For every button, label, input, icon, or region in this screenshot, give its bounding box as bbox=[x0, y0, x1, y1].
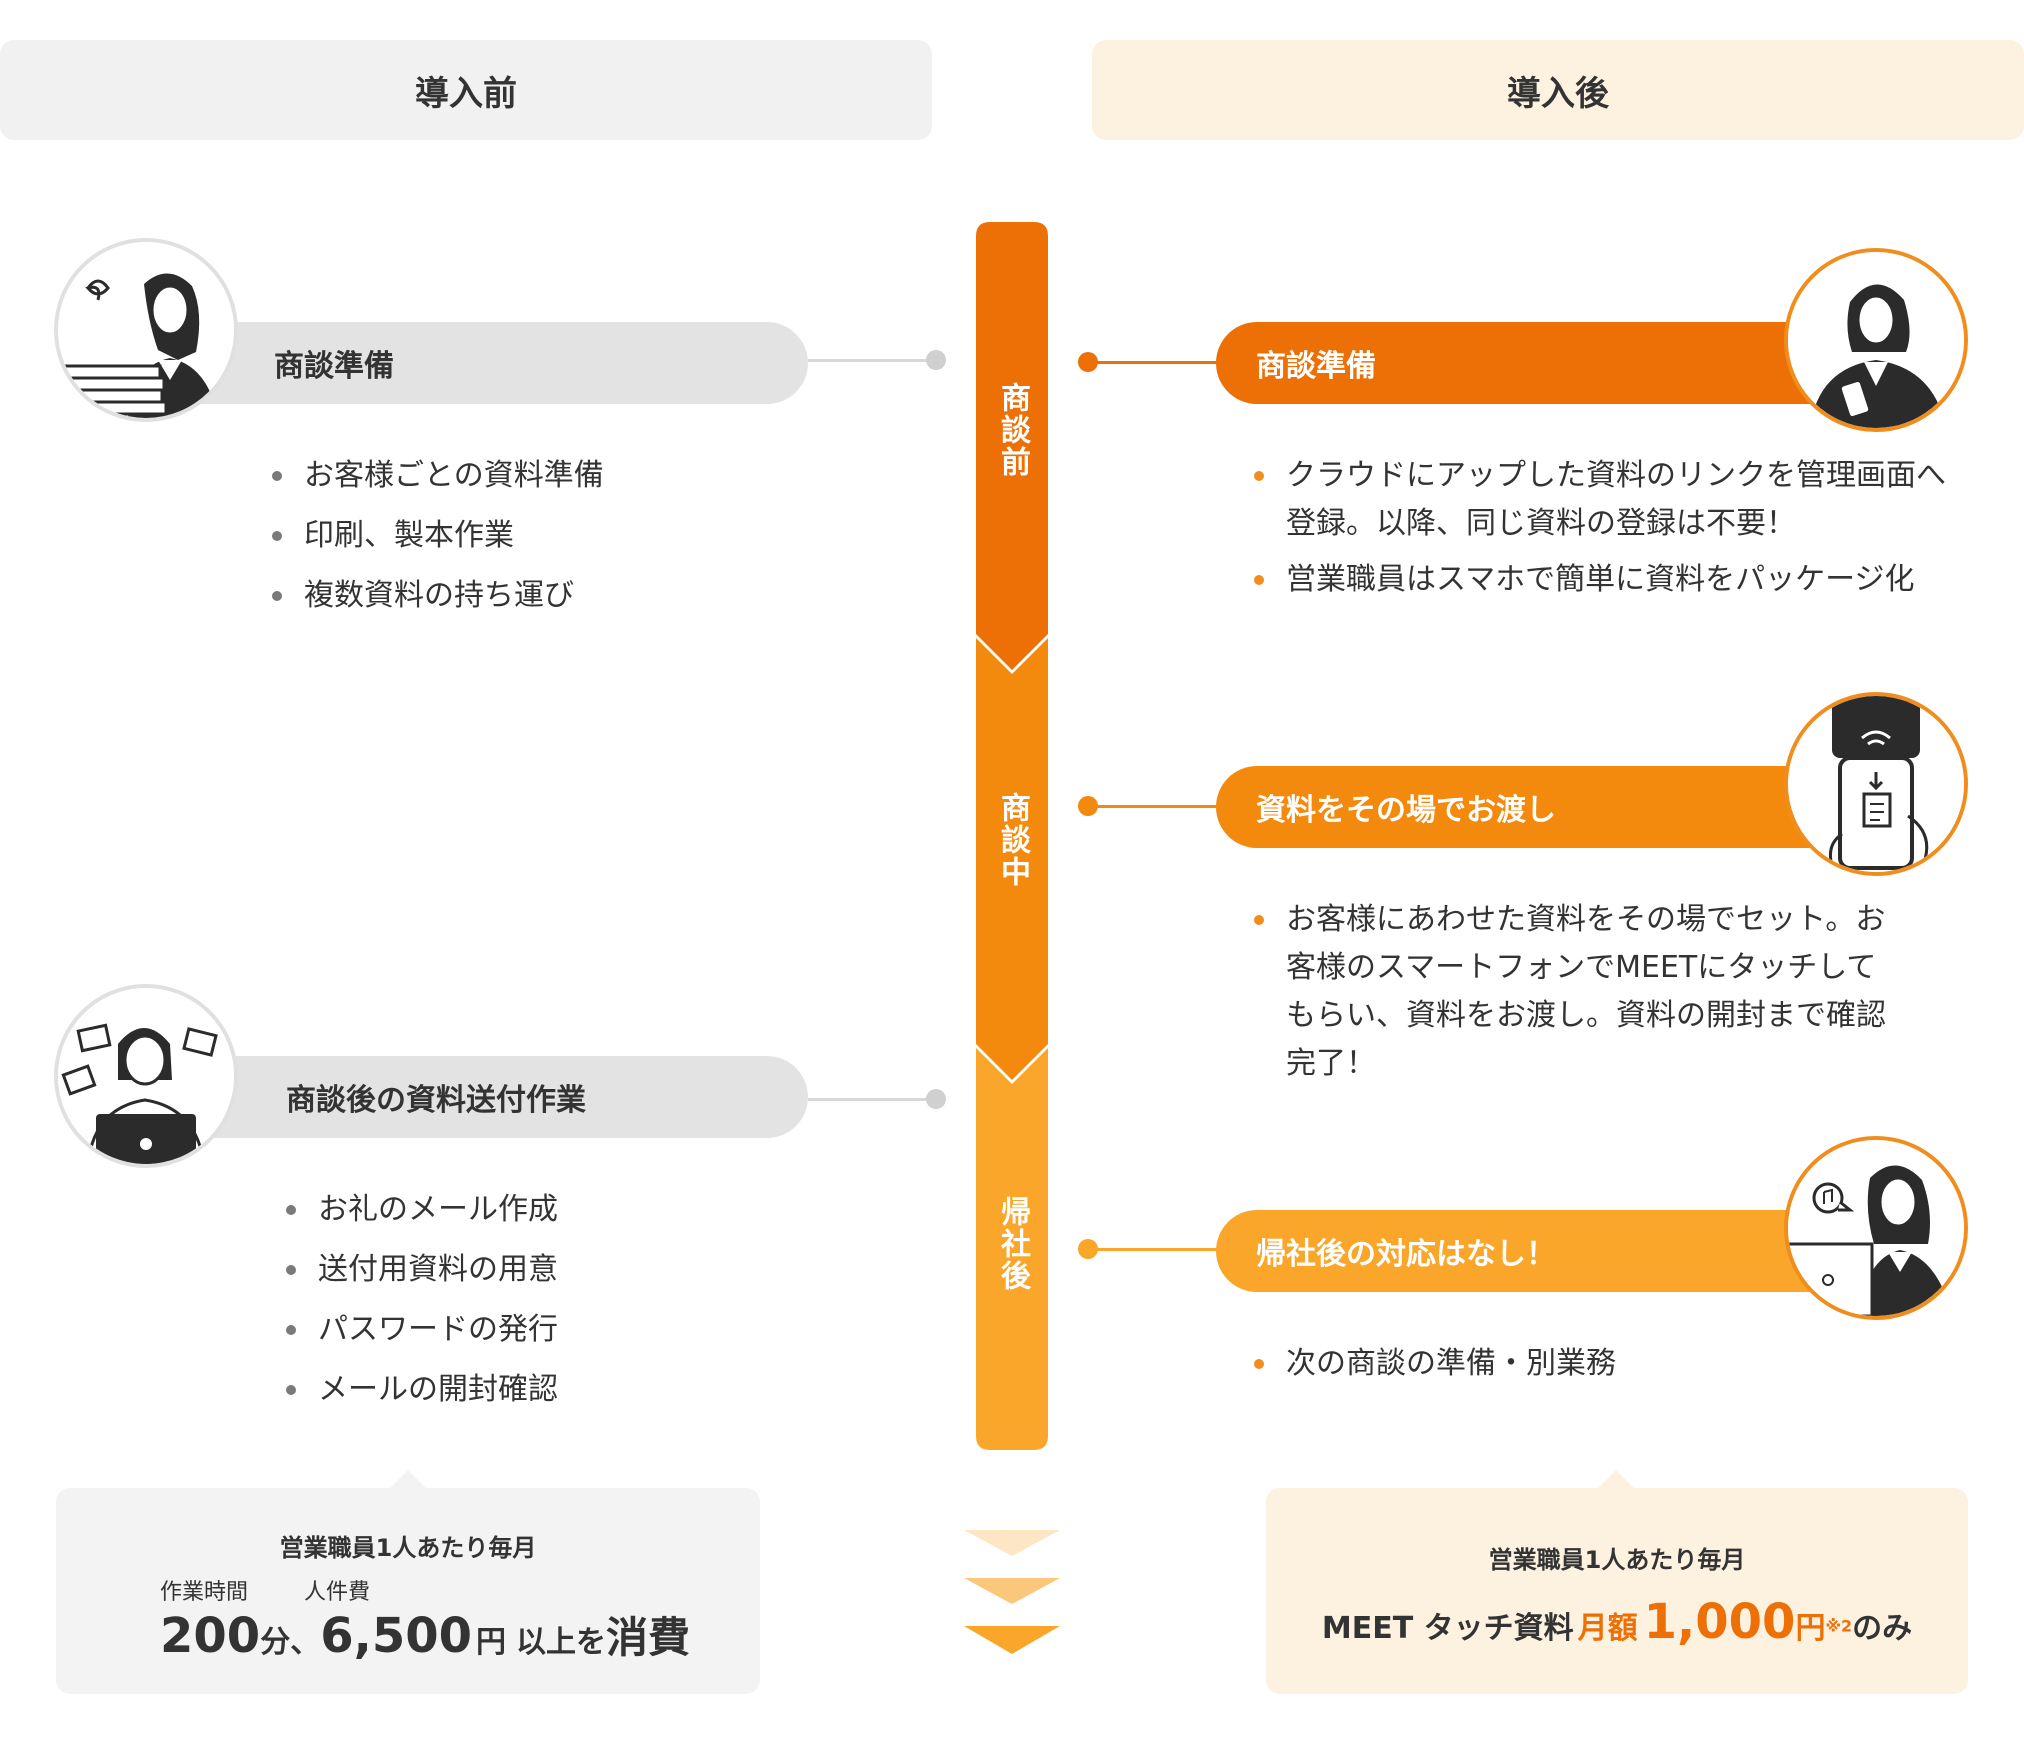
nfc-phone-icon bbox=[1788, 696, 1964, 872]
summary-before-cost-value: 6,500 bbox=[320, 1608, 473, 1664]
list-item: お客様にあわせた資料をその場でセット。お客様のスマートフォンでMEETにタッチし… bbox=[1254, 896, 1894, 1088]
timeline-label-after: 帰社後 bbox=[976, 1196, 1048, 1292]
after-stage-prep-title: 商談準備 bbox=[1256, 349, 1376, 384]
after-header: 導入後 bbox=[1092, 40, 2024, 140]
after-stage-return-title: 帰社後の対応はなし！ bbox=[1256, 1237, 1556, 1272]
summary-after-yen: 円 bbox=[1795, 1611, 1826, 1646]
summary-after-price: 1,000 bbox=[1643, 1594, 1796, 1650]
summary-before-cost-unit: 円 bbox=[476, 1625, 507, 1660]
before-header: 導入前 bbox=[0, 40, 932, 140]
before-stage-followup-pill: 商談後の資料送付作業 bbox=[190, 1056, 808, 1138]
after-connector-3 bbox=[1088, 1248, 1218, 1251]
after-stage-prep-list: クラウドにアップした資料のリンクを管理画面へ登録。以降、同じ資料の登録は不要！ … bbox=[1254, 452, 1974, 604]
summary-before-time-unit: 分、 bbox=[260, 1625, 321, 1660]
before-stage-prep-list: お客様ごとの資料準備 印刷、製本作業 複数資料の持ち運び bbox=[272, 452, 832, 620]
before-stage-followup-title: 商談後の資料送付作業 bbox=[286, 1083, 586, 1118]
summary-before-time-label: 作業時間 bbox=[160, 1580, 249, 1605]
before-connector-1 bbox=[808, 359, 936, 362]
list-item: お客様ごとの資料準備 bbox=[272, 452, 832, 500]
avatar-phone-woman bbox=[1784, 248, 1968, 432]
after-connector-1 bbox=[1088, 361, 1218, 364]
timeline-segment-before bbox=[976, 222, 1048, 670]
list-item: 次の商談の準備・別業務 bbox=[1254, 1340, 1894, 1388]
list-item: 送付用資料の用意 bbox=[286, 1246, 846, 1294]
avatar-stressed-woman bbox=[54, 238, 238, 422]
timeline-label-during: 商談中 bbox=[976, 792, 1048, 888]
summary-before-consume: 消費 bbox=[606, 1613, 691, 1662]
summary-before-cost-label: 人件費 bbox=[304, 1580, 371, 1605]
down-arrows-icon bbox=[964, 1530, 1060, 1654]
stressed-woman-icon bbox=[58, 242, 234, 418]
after-stage-return-pill: 帰社後の対応はなし！ bbox=[1216, 1210, 1856, 1292]
after-stage-return-list: 次の商談の準備・別業務 bbox=[1254, 1340, 1894, 1388]
phone-woman-icon bbox=[1788, 252, 1964, 428]
summary-before-suffix: 以上を bbox=[516, 1625, 607, 1660]
before-dot-1 bbox=[926, 350, 946, 370]
summary-before-time-value: 200 bbox=[160, 1608, 261, 1664]
summary-after-heading: 営業職員1人あたり毎月 bbox=[1488, 1546, 1746, 1574]
timeline-label-text: 帰社後 bbox=[995, 1196, 1030, 1292]
relaxed-woman-icon bbox=[1788, 1140, 1964, 1316]
list-item: クラウドにアップした資料のリンクを管理画面へ登録。以降、同じ資料の登録は不要！ bbox=[1254, 452, 1974, 548]
list-item: 複数資料の持ち運び bbox=[272, 572, 832, 620]
avatar-relaxed-woman bbox=[1784, 1136, 1968, 1320]
after-stage-prep-pill: 商談準備 bbox=[1216, 322, 1856, 404]
timeline-bar bbox=[976, 222, 1048, 1450]
laptop-woman-icon bbox=[58, 988, 234, 1164]
list-item: パスワードの発行 bbox=[286, 1306, 846, 1354]
timeline-label-text: 商談前 bbox=[995, 382, 1030, 478]
summary-before-notch bbox=[390, 1470, 426, 1488]
summary-after-note: ※2 bbox=[1825, 1616, 1853, 1636]
summary-after-only: のみ bbox=[1852, 1611, 1913, 1646]
before-connector-2 bbox=[808, 1098, 936, 1101]
after-connector-2 bbox=[1088, 805, 1218, 808]
after-stage-handover-pill: 資料をその場でお渡し bbox=[1216, 766, 1856, 848]
list-item: 営業職員はスマホで簡単に資料をパッケージ化 bbox=[1254, 556, 1974, 604]
list-item: 印刷、製本作業 bbox=[272, 512, 832, 560]
before-dot-2 bbox=[926, 1089, 946, 1109]
list-item: メールの開封確認 bbox=[286, 1366, 846, 1414]
before-stage-followup-list: お礼のメール作成 送付用資料の用意 パスワードの発行 メールの開封確認 bbox=[286, 1186, 846, 1414]
avatar-phone-tap bbox=[1784, 692, 1968, 876]
timeline-segment-during bbox=[976, 638, 1048, 1080]
avatar-laptop-woman bbox=[54, 984, 238, 1168]
summary-after-notch bbox=[1598, 1470, 1634, 1488]
list-item: お礼のメール作成 bbox=[286, 1186, 846, 1234]
timeline-segment-after bbox=[976, 1048, 1048, 1450]
after-header-label: 導入後 bbox=[1507, 73, 1609, 114]
before-header-label: 導入前 bbox=[415, 73, 517, 114]
before-stage-prep-title: 商談準備 bbox=[274, 349, 394, 384]
summary-after-monthly: 月額 bbox=[1577, 1611, 1638, 1646]
timeline-label-before: 商談前 bbox=[976, 382, 1048, 478]
after-stage-handover-list: お客様にあわせた資料をその場でセット。お客様のスマートフォンでMEETにタッチし… bbox=[1254, 896, 1894, 1088]
timeline-label-text: 商談中 bbox=[995, 792, 1030, 888]
after-stage-handover-title: 資料をその場でお渡し bbox=[1256, 793, 1556, 828]
before-stage-prep-pill: 商談準備 bbox=[190, 322, 808, 404]
summary-after-product: MEET タッチ資料 bbox=[1321, 1611, 1574, 1646]
summary-before-heading: 営業職員1人あたり毎月 bbox=[279, 1534, 537, 1562]
